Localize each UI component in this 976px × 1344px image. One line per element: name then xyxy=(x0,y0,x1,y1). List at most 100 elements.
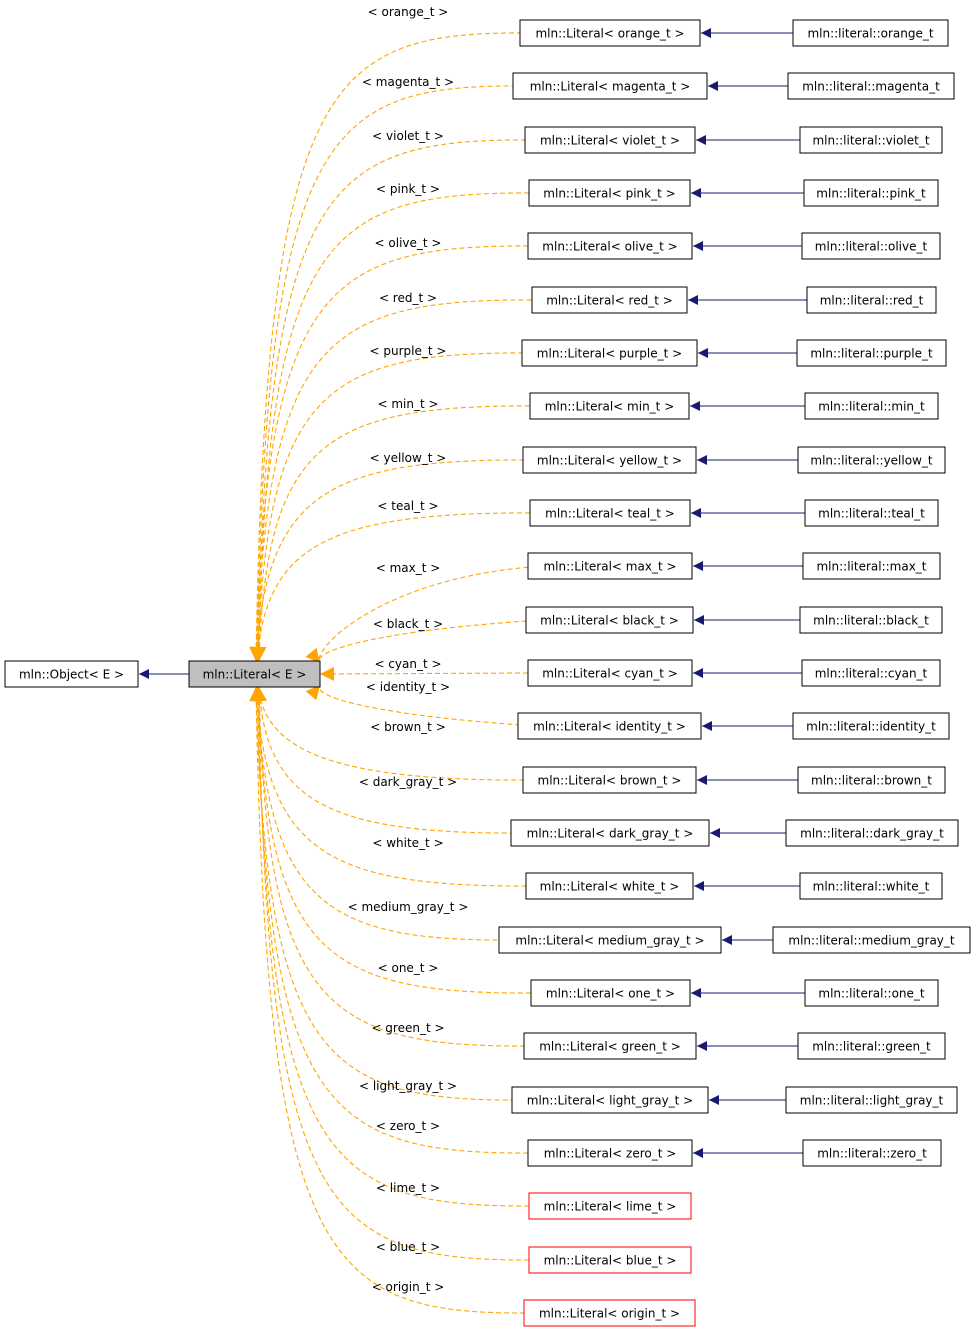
node-derived-box xyxy=(799,872,943,900)
node-derived-box xyxy=(799,606,943,634)
template-arg-label: < dark_gray_t > xyxy=(359,775,457,789)
node-template-mln-literal-green_t[interactable]: mln::Literal< green_t > xyxy=(523,1032,697,1060)
node-template-mln-literal-cyan_t[interactable]: mln::Literal< cyan_t > xyxy=(527,659,693,687)
node-derived-mln-literal-yellow_t[interactable]: mln::literal::yellow_t xyxy=(797,446,946,474)
node-derived-box xyxy=(796,339,947,367)
template-edge xyxy=(252,686,541,781)
node-derived-mln-literal-violet_t[interactable]: mln::literal::violet_t xyxy=(799,126,943,154)
node-template-mln-literal-medium_gray_t[interactable]: mln::Literal< medium_gray_t > xyxy=(498,926,722,954)
template-edge xyxy=(251,352,540,662)
inheritance-edges xyxy=(688,28,807,1158)
node-derived-mln-literal-identity_t[interactable]: mln::literal::identity_t xyxy=(792,712,950,740)
template-arg-label: < cyan_t > xyxy=(374,657,441,671)
node-derived-box xyxy=(803,179,939,207)
node-template-mln-literal-dark_gray_t[interactable]: mln::Literal< dark_gray_t > xyxy=(510,819,710,847)
node-template-mln-literal-min_t[interactable]: mln::Literal< min_t > xyxy=(529,392,690,420)
node-template-box xyxy=(527,1139,693,1167)
node-template-mln-literal-identity_t[interactable]: mln::Literal< identity_t > xyxy=(517,712,702,740)
template-edge xyxy=(305,684,537,727)
node-derived-mln-literal-zero_t[interactable]: mln::literal::zero_t xyxy=(802,1139,942,1167)
node-derived-mln-literal-dark_gray_t[interactable]: mln::literal::dark_gray_t xyxy=(785,819,959,847)
node-template-mln-literal-purple_t[interactable]: mln::Literal< purple_t > xyxy=(521,339,698,367)
node-template-label: mln::Literal< cyan_t > xyxy=(542,667,678,681)
node-derived-mln-literal-max_t[interactable]: mln::literal::max_t xyxy=(802,552,941,580)
template-edge xyxy=(249,459,541,662)
node-template-label: mln::Literal< purple_t > xyxy=(537,347,682,361)
node-derived-mln-literal-white_t[interactable]: mln::literal::white_t xyxy=(799,872,943,900)
node-template-label: mln::Literal< dark_gray_t > xyxy=(527,827,694,841)
node-derived-mln-literal-red_t[interactable]: mln::literal::red_t xyxy=(806,286,937,314)
node-template-mln-literal-red_t[interactable]: mln::Literal< red_t > xyxy=(531,286,688,314)
node-derived-label: mln::literal::magenta_t xyxy=(802,80,940,94)
node-derived-mln-literal-magenta_t[interactable]: mln::literal::magenta_t xyxy=(787,72,955,100)
node-template-mln-literal-origin_t[interactable]: mln::Literal< origin_t > xyxy=(523,1299,696,1327)
node-root-literal-label: mln::Literal< E > xyxy=(203,668,307,682)
node-derived-box xyxy=(804,392,939,420)
node-template-label: mln::Literal< lime_t > xyxy=(544,1200,677,1214)
node-derived-mln-literal-light_gray_t[interactable]: mln::literal::light_gray_t xyxy=(785,1086,958,1114)
node-derived-label: mln::literal::red_t xyxy=(820,294,924,308)
node-derived-box xyxy=(801,659,941,687)
node-root-literal[interactable]: mln::Literal< E > xyxy=(188,660,321,688)
node-template-box xyxy=(521,339,698,367)
node-template-box xyxy=(524,126,696,154)
template-arg-label: < zero_t > xyxy=(376,1119,440,1133)
template-arg-label: < max_t > xyxy=(376,561,441,575)
node-derived-mln-literal-one_t[interactable]: mln::literal::one_t xyxy=(804,979,939,1007)
node-derived-box xyxy=(799,126,943,154)
node-template-label: mln::Literal< magenta_t > xyxy=(530,80,691,94)
node-template-box xyxy=(527,552,693,580)
node-derived-box xyxy=(806,286,937,314)
node-derived-label: mln::literal::brown_t xyxy=(811,774,932,788)
node-derived-mln-literal-olive_t[interactable]: mln::literal::olive_t xyxy=(801,232,941,260)
node-template-mln-literal-olive_t[interactable]: mln::Literal< olive_t > xyxy=(527,232,693,260)
node-template-mln-literal-lime_t[interactable]: mln::Literal< lime_t > xyxy=(528,1192,692,1220)
node-derived-box xyxy=(787,72,955,100)
node-template-label: mln::Literal< zero_t > xyxy=(544,1147,677,1161)
template-arg-label: < magenta_t > xyxy=(362,75,454,89)
node-template-mln-literal-zero_t[interactable]: mln::Literal< zero_t > xyxy=(527,1139,693,1167)
node-template-box xyxy=(529,392,690,420)
template-arg-label: < pink_t > xyxy=(376,182,440,196)
node-derived-box xyxy=(797,446,946,474)
node-template-mln-literal-magenta_t[interactable]: mln::Literal< magenta_t > xyxy=(512,72,708,100)
node-template-mln-literal-brown_t[interactable]: mln::Literal< brown_t > xyxy=(522,766,697,794)
node-derived-mln-literal-brown_t[interactable]: mln::literal::brown_t xyxy=(797,766,946,794)
node-template-mln-literal-teal_t[interactable]: mln::Literal< teal_t > xyxy=(529,499,691,527)
node-template-box xyxy=(528,1246,692,1274)
node-template-label: mln::Literal< one_t > xyxy=(546,987,675,1001)
node-template-box xyxy=(529,499,691,527)
node-derived-label: mln::literal::zero_t xyxy=(817,1147,927,1161)
node-template-mln-literal-pink_t[interactable]: mln::Literal< pink_t > xyxy=(528,179,691,207)
node-template-mln-literal-max_t[interactable]: mln::Literal< max_t > xyxy=(527,552,693,580)
node-template-label: mln::Literal< olive_t > xyxy=(542,240,677,254)
node-template-mln-literal-one_t[interactable]: mln::Literal< one_t > xyxy=(530,979,691,1007)
template-edge xyxy=(251,686,546,1207)
node-template-mln-literal-black_t[interactable]: mln::Literal< black_t > xyxy=(525,606,694,634)
template-edge xyxy=(249,686,532,1101)
node-template-mln-literal-white_t[interactable]: mln::Literal< white_t > xyxy=(525,872,694,900)
node-derived-mln-literal-medium_gray_t[interactable]: mln::literal::medium_gray_t xyxy=(772,926,971,954)
node-template-mln-literal-blue_t[interactable]: mln::Literal< blue_t > xyxy=(528,1246,692,1274)
node-derived-mln-literal-cyan_t[interactable]: mln::literal::cyan_t xyxy=(801,659,941,687)
node-base-object[interactable]: mln::Object< E > xyxy=(4,660,139,688)
node-derived-mln-literal-pink_t[interactable]: mln::literal::pink_t xyxy=(803,179,939,207)
node-derived-mln-literal-green_t[interactable]: mln::literal::green_t xyxy=(797,1032,946,1060)
template-edge xyxy=(252,686,542,1047)
node-derived-label: mln::literal::green_t xyxy=(812,1040,931,1054)
node-derived-mln-literal-purple_t[interactable]: mln::literal::purple_t xyxy=(796,339,947,367)
node-template-label: mln::Literal< min_t > xyxy=(545,400,675,414)
node-derived-mln-literal-min_t[interactable]: mln::literal::min_t xyxy=(804,392,939,420)
node-derived-box xyxy=(785,819,959,847)
node-template-mln-literal-light_gray_t[interactable]: mln::Literal< light_gray_t > xyxy=(511,1086,709,1114)
node-template-label: mln::Literal< pink_t > xyxy=(543,187,675,201)
node-template-label: mln::Literal< origin_t > xyxy=(539,1307,680,1321)
template-arg-label: < min_t > xyxy=(377,397,438,411)
node-derived-box xyxy=(797,766,946,794)
node-derived-mln-literal-orange_t[interactable]: mln::literal::orange_t xyxy=(792,19,949,47)
node-template-mln-literal-violet_t[interactable]: mln::Literal< violet_t > xyxy=(524,126,696,154)
node-derived-mln-literal-black_t[interactable]: mln::literal::black_t xyxy=(799,606,943,634)
node-template-mln-literal-orange_t[interactable]: mln::Literal< orange_t > xyxy=(519,19,701,47)
node-template-mln-literal-yellow_t[interactable]: mln::Literal< yellow_t > xyxy=(522,446,697,474)
node-derived-mln-literal-teal_t[interactable]: mln::literal::teal_t xyxy=(804,499,939,527)
